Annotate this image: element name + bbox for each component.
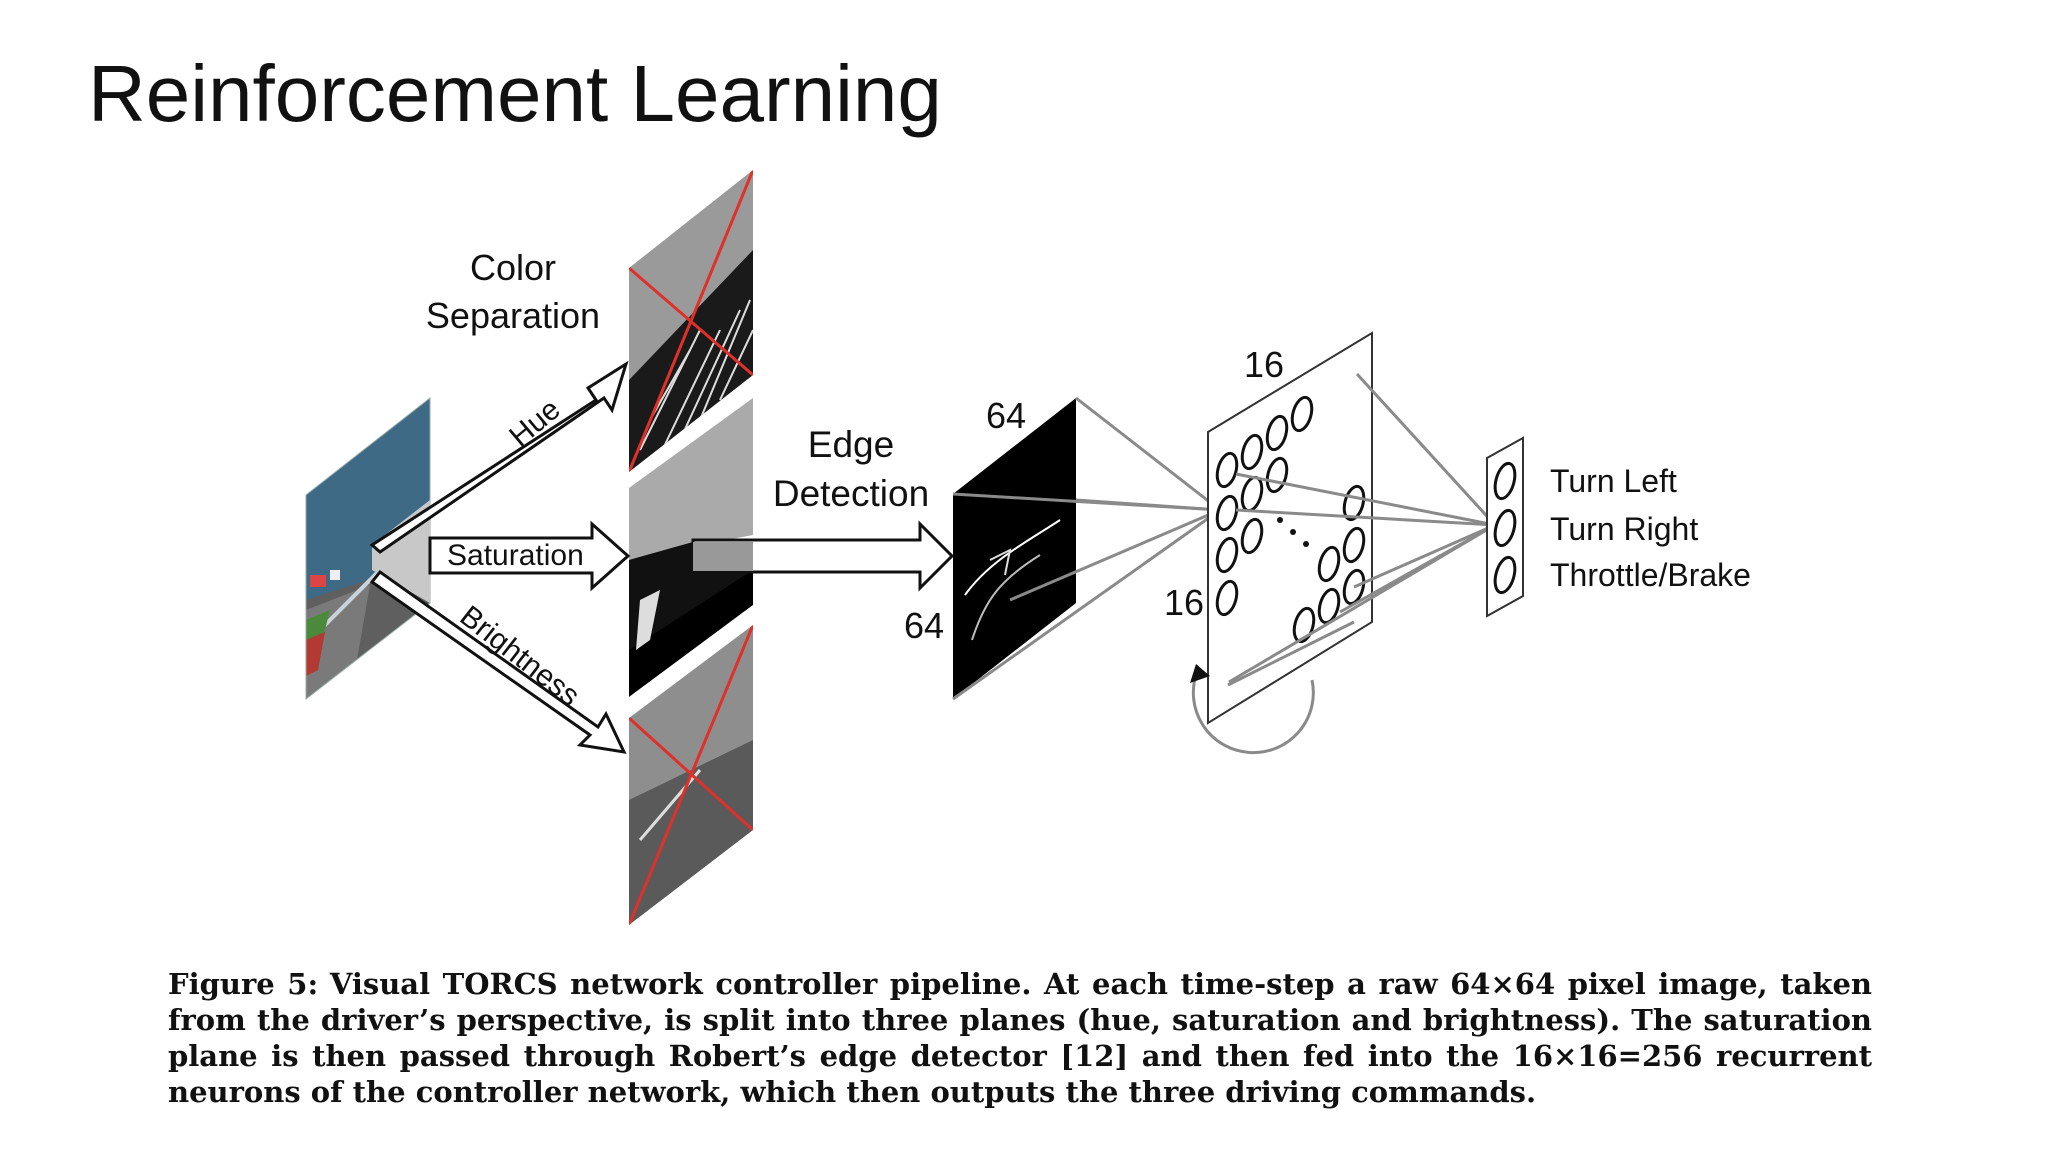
edge-to-grid-connections: [952, 396, 1221, 701]
brightness-arrow: [369, 569, 627, 754]
edge-detection-label-line2: Detection: [773, 473, 929, 514]
ellipsis-dots: [1277, 517, 1309, 547]
slide-title: Reinforcement Learning: [88, 49, 942, 138]
hue-arrow: [369, 360, 629, 554]
color-separation-label-line1: Color: [470, 247, 556, 288]
color-separation-label-line2: Separation: [426, 295, 600, 336]
saturation-arrow: [428, 520, 631, 592]
output-neuron-throttle-brake: [1493, 555, 1517, 595]
arrow-label-saturation: Saturation: [447, 539, 584, 572]
neuron-grid-plane: [1207, 331, 1373, 725]
grid-dim-left: 16: [1164, 582, 1204, 623]
grid-to-output-connections: [1228, 372, 1497, 684]
caption-label: Figure 5:: [168, 967, 319, 1001]
edge-dim-left: 64: [904, 605, 944, 646]
edge-detection-label-line1: Edge: [808, 424, 894, 465]
figure-caption: Figure 5: Visual TORCS network controlle…: [168, 966, 1872, 1110]
caption-text: Visual TORCS network controller pipeline…: [168, 967, 1873, 1109]
output-neuron-turn-right: [1493, 508, 1517, 548]
edge-arrow-shaded-tail: [693, 542, 753, 571]
output-label-throttle-brake: Throttle/Brake: [1550, 557, 1751, 593]
arrow-label-brightness: Brightness: [454, 600, 586, 713]
grid-dim-top: 16: [1244, 344, 1284, 385]
output-label-turn-left: Turn Left: [1550, 463, 1677, 499]
recurrent-loop-arrow: [1190, 620, 1355, 755]
output-neuron-turn-left: [1493, 461, 1517, 501]
output-label-turn-right: Turn Right: [1550, 511, 1698, 547]
edge-detection-arrow: [691, 520, 955, 592]
arrow-label-hue: Hue: [503, 393, 566, 454]
edge-dim-top: 64: [986, 395, 1026, 436]
edge-plane: [953, 398, 1076, 699]
